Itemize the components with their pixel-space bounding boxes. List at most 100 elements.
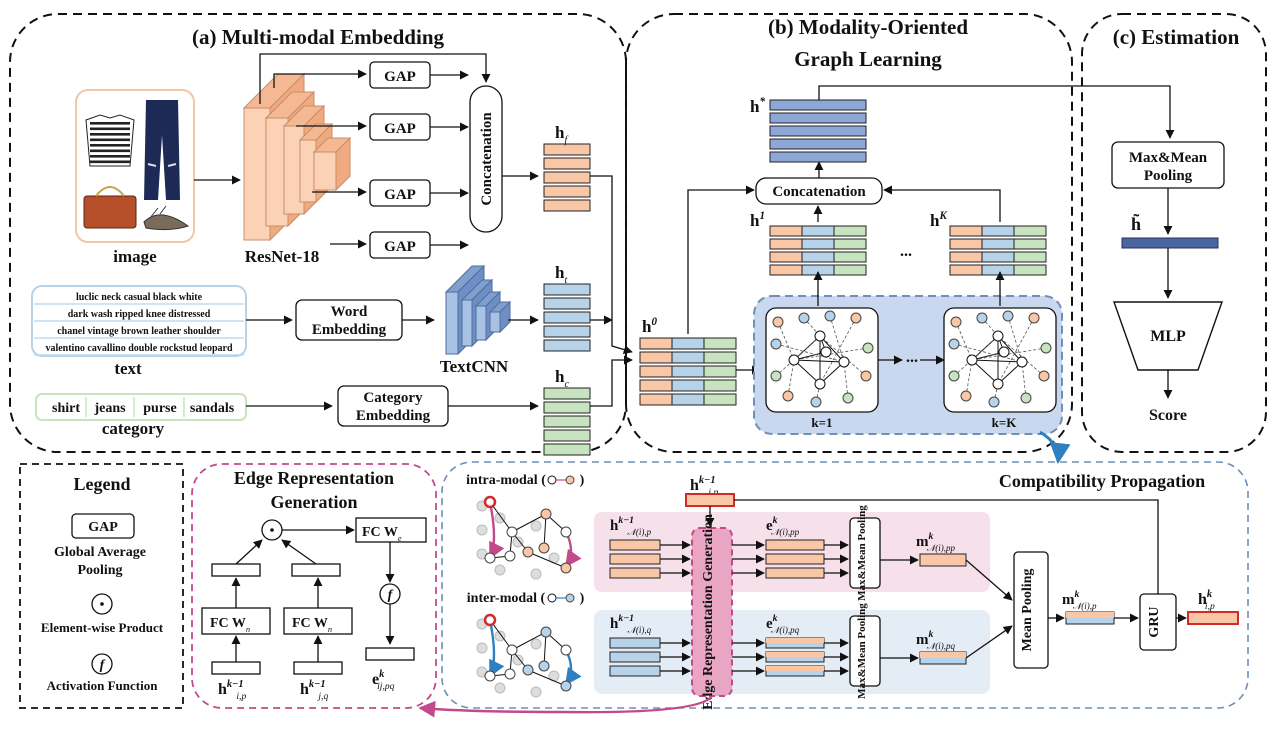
graph-kK-node xyxy=(998,346,1010,358)
shirt-stripe xyxy=(90,138,130,142)
h1-stack-cell xyxy=(769,264,803,276)
intra-graph-bg-node xyxy=(530,568,542,580)
h1-stack-cell xyxy=(769,225,803,237)
inter-icon-b xyxy=(565,593,575,603)
intra-graph-node xyxy=(504,550,516,562)
text-label: text xyxy=(114,359,142,378)
edge-vec-hip xyxy=(211,661,261,675)
shirt-stripe xyxy=(90,144,130,147)
graph-kK-node-colored xyxy=(976,312,988,324)
hf-stack-cell xyxy=(543,199,591,212)
edge-vec-hjq xyxy=(293,661,343,675)
compat-enpq-top-2 xyxy=(766,666,824,671)
panel-c-border xyxy=(1081,13,1267,453)
ht-stack-cell xyxy=(543,339,591,352)
graph-kK-dashed-edge xyxy=(955,321,973,361)
maxmean-c-2: Pooling xyxy=(1144,168,1193,184)
hK-stack-cell xyxy=(981,225,1015,237)
arrow-resnet-bottom-extra xyxy=(259,53,491,104)
hf-stack-cell xyxy=(543,185,591,198)
h0-stack-cell xyxy=(671,351,705,364)
shirt-stripe xyxy=(90,149,130,153)
word-label-2: Embedding xyxy=(312,322,387,338)
inter-label: inter-modal ( xyxy=(467,591,546,606)
graph-kK-node-colored xyxy=(1002,310,1014,322)
h0-stack-cell xyxy=(671,365,705,378)
graph-kK-node-colored xyxy=(1020,392,1032,404)
h1-stack-cell xyxy=(833,238,867,250)
compat-hnp-stack-cell xyxy=(609,539,661,551)
panel-b-title-line2: Graph Learning xyxy=(794,47,942,71)
compat-border xyxy=(441,461,1249,709)
intra-graph-node xyxy=(522,546,534,558)
maxmean-c-1: Max&Mean xyxy=(1129,150,1208,166)
inter-graph-bg-node xyxy=(512,654,524,666)
graph-kK-node xyxy=(992,330,1004,342)
graph-kK-node xyxy=(1016,356,1028,368)
cat-label-1: Category xyxy=(363,390,423,406)
intra-graph-bg-node xyxy=(530,520,542,532)
textcnn-block-4-front xyxy=(489,311,501,333)
graph-k1-node-colored xyxy=(772,316,784,328)
hK-stack-cell xyxy=(981,251,1015,263)
graph-k1-node xyxy=(788,354,800,366)
gru-label: GRU xyxy=(1147,606,1162,637)
inter-graph-bg-node xyxy=(530,638,542,650)
intra-graph-bg-node xyxy=(512,536,524,548)
compat-hnp-stack-cell xyxy=(609,567,661,579)
shirt-stripe xyxy=(90,127,130,131)
htilde-label: h̃ xyxy=(1131,214,1141,234)
arrow-mnpp-to-mean xyxy=(965,559,1013,601)
graph-k1 xyxy=(765,307,879,413)
graph-k1-dashed-edge xyxy=(819,335,867,377)
textcnn-block-2-front xyxy=(461,299,473,347)
edge-fc-we-label: FC We xyxy=(362,525,402,543)
mlp-shape xyxy=(1113,301,1223,371)
gap-label-4: GAP xyxy=(384,239,416,255)
h1-stack-cell xyxy=(801,251,835,263)
inter-graph-edge xyxy=(543,631,547,667)
intra-label: intra-modal ( xyxy=(466,473,546,488)
h0-stack-cell xyxy=(703,379,737,392)
word-label-1: Word xyxy=(331,304,368,320)
compat-mnpp-vec xyxy=(919,553,967,567)
edge-vec-left xyxy=(211,563,261,577)
graph-k1-node-colored xyxy=(850,312,862,324)
compat-title: Compatibility Propagation xyxy=(999,471,1205,491)
graph-k1-dashed-edge xyxy=(777,321,795,361)
compat-pool-pq-label: Max&Mean Pooling xyxy=(856,603,868,699)
graph-kK-node-colored xyxy=(960,390,972,402)
intra-graph-bg-node xyxy=(476,524,488,536)
compat-mnpq-vec-top xyxy=(920,652,966,658)
cat-label-2: Embedding xyxy=(356,408,431,424)
textcnn-block-3-front xyxy=(475,305,487,341)
gap-label-2: GAP xyxy=(384,121,416,137)
shirt-stripe xyxy=(90,160,130,164)
htilde-bar xyxy=(1121,237,1219,249)
concat-box-a xyxy=(469,85,503,233)
inter-graph-bg-node xyxy=(530,686,542,698)
hstar-stack-cell xyxy=(769,112,867,124)
graph-k1-node xyxy=(838,356,850,368)
resnet-block-5 xyxy=(312,136,352,192)
graph-k1-node-colored xyxy=(862,342,874,354)
graph-kK-edge xyxy=(997,335,1023,363)
sandal-straps xyxy=(149,205,167,219)
h0-stack-cell xyxy=(671,379,705,392)
hf-stack-cell xyxy=(543,171,591,184)
graph-kK-dashed-edge xyxy=(997,317,1035,385)
hK-stack-cell xyxy=(981,238,1015,250)
graph-kK xyxy=(943,307,1057,413)
compat-enpq-top-0 xyxy=(766,638,824,643)
graph-k1-edge xyxy=(793,359,845,363)
graph-k1-node-colored xyxy=(810,396,822,408)
compat-hnq-stack-cell xyxy=(609,637,661,649)
graph-dots: ... xyxy=(906,349,918,366)
compat-hnq-stack-cell xyxy=(609,651,661,663)
graph-k1-dashed-edge xyxy=(775,343,845,363)
panel-b-title-line1: (b) Modality-Oriented xyxy=(768,15,968,39)
graph-kK-dashed-edge xyxy=(1021,361,1027,399)
panel-a-title: (a) Multi-modal Embedding xyxy=(192,25,445,49)
